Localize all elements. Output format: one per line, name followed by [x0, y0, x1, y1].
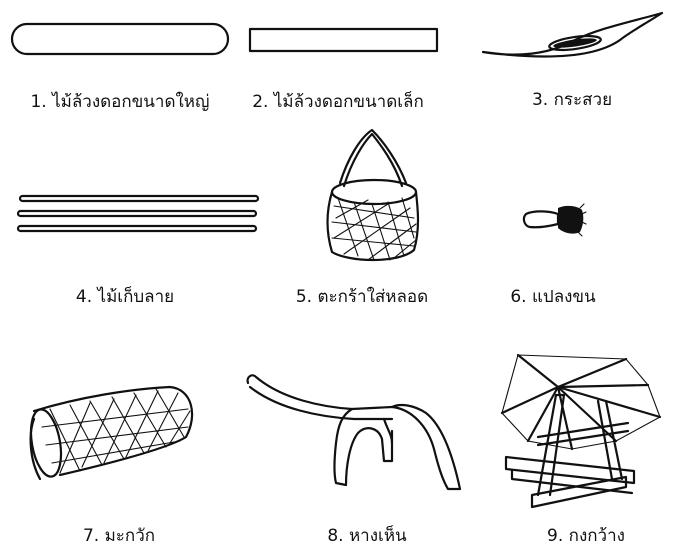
woven-tube-icon — [29, 385, 194, 481]
basket-icon — [326, 128, 420, 262]
pattern-sticks-icon — [16, 194, 260, 233]
item-3-label: 3. กระสวย — [531, 90, 613, 110]
item-9-label: 9. กงกว้าง — [547, 526, 625, 546]
item-2-label: 2. ไม้ล้วงดอกขนาดเล็ก — [252, 92, 424, 112]
item-8-label: 8. หางเห็น — [327, 526, 407, 546]
item-1-label: 1. ไม้ล้วงดอกขนาดใหญ่ — [30, 92, 210, 112]
item-6-label: 6. แปลงขน — [510, 287, 596, 307]
item-5-label: 5. ตะกร้าใส่หลอด — [295, 287, 429, 307]
bent-stand-icon — [246, 374, 462, 491]
item-4-label: 4. ไม้เก็บลาย — [75, 287, 175, 307]
item-7-label: 7. มะกวัก — [82, 526, 156, 546]
small-stick-icon — [248, 27, 439, 53]
reel-frame-icon — [500, 353, 662, 509]
large-stick-icon — [10, 22, 230, 56]
shuttle-icon — [481, 11, 664, 58]
brush-icon — [522, 203, 587, 237]
